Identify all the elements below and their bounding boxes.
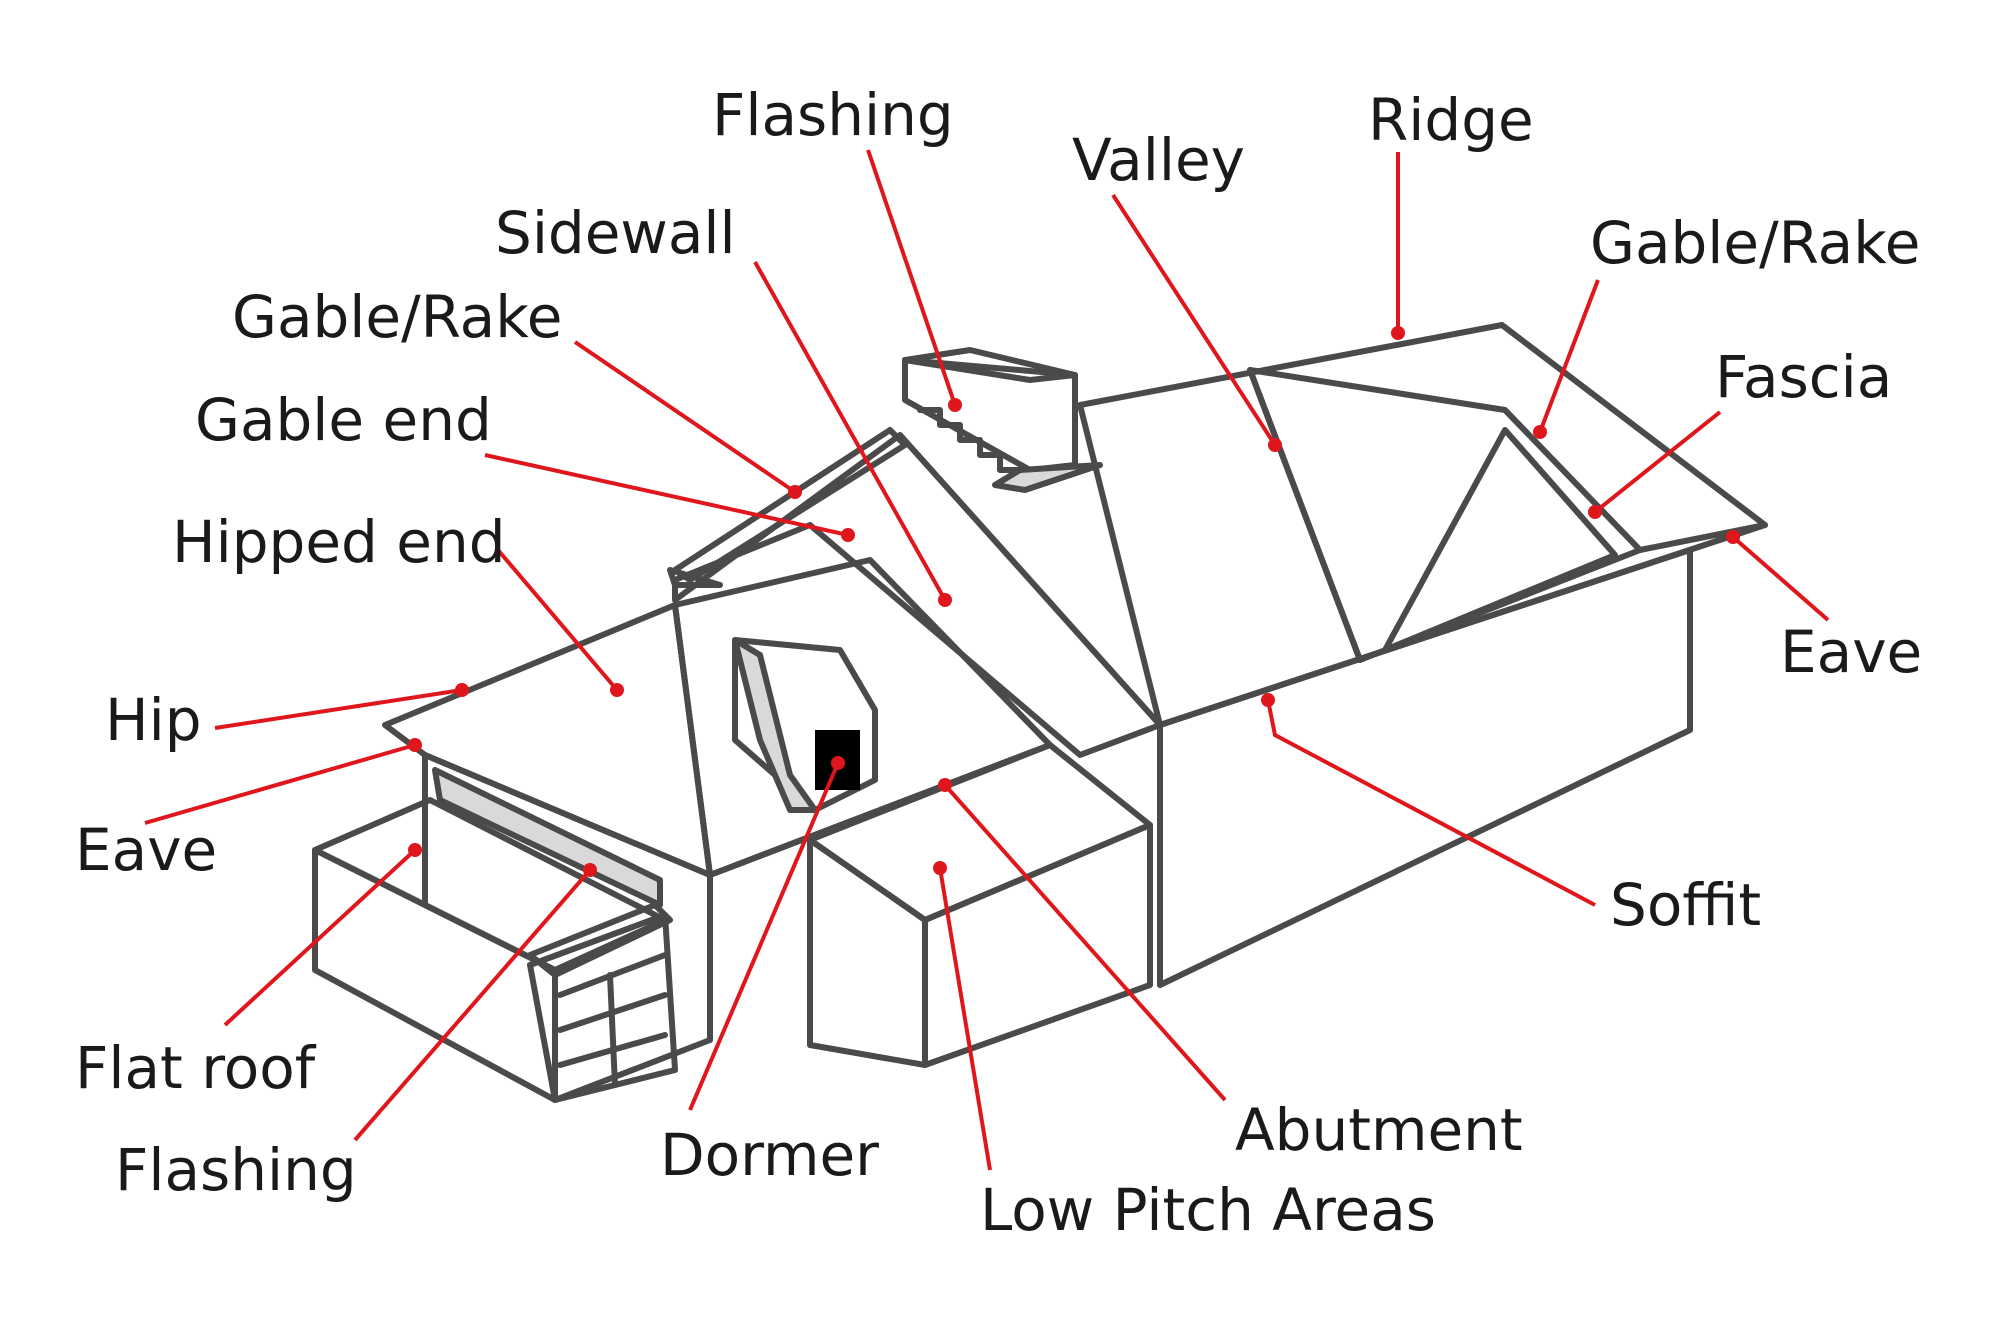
label-gable-rake-right: Gable/Rake: [1590, 209, 1920, 277]
label-flashing-top: Flashing: [712, 81, 954, 149]
label-gable-rake-left: Gable/Rake: [232, 283, 562, 351]
dot-gable-rake-right: [1533, 425, 1547, 439]
dot-hip: [455, 683, 469, 697]
leader-fascia: [1593, 410, 1722, 514]
dot-flashing-bottom: [583, 863, 597, 877]
dot-eave-left: [408, 738, 422, 752]
dot-eave-right: [1726, 530, 1740, 544]
label-flat-roof: Flat roof: [75, 1034, 317, 1102]
central-roof: [672, 432, 1163, 758]
labels: Flashing Valley Ridge Sidewall Gable/Rak…: [75, 81, 1922, 1244]
dot-abutment: [938, 778, 952, 792]
label-fascia: Fascia: [1715, 343, 1892, 411]
leader-gable-end: [484, 453, 849, 537]
label-eave-right: Eave: [1780, 618, 1922, 686]
leader-lines: [144, 149, 1830, 1171]
dormer-side: [732, 637, 818, 813]
abutment-line: [707, 742, 1053, 878]
leader-soffit: [1266, 699, 1596, 907]
leader-flat-roof: [223, 848, 417, 1027]
label-ridge: Ridge: [1368, 86, 1534, 154]
leader-low-pitch-areas: [938, 867, 992, 1171]
dot-flashing-top: [948, 398, 962, 412]
fascia-line: [1637, 522, 1768, 553]
label-eave-left: Eave: [75, 816, 217, 884]
label-low-pitch-areas: Low Pitch Areas: [980, 1176, 1436, 1244]
main-wall-front: [1157, 547, 1693, 988]
dot-fascia: [1588, 505, 1602, 519]
label-valley: Valley: [1072, 126, 1245, 194]
garage-door-grid: [557, 952, 668, 1088]
leader-flashing-top: [866, 149, 957, 406]
chimney-top: [902, 347, 1078, 383]
flat-roof-flashing: [432, 767, 663, 908]
leader-gable-rake-right: [1538, 279, 1600, 433]
label-gable-end: Gable end: [195, 386, 492, 454]
dot-gable-rake-left: [788, 485, 802, 499]
dot-low-pitch-areas: [933, 861, 947, 875]
main-roof-right: [1077, 322, 1768, 728]
dot-gable-end: [841, 528, 855, 542]
label-soffit: Soffit: [1610, 871, 1761, 939]
leader-sidewall: [753, 261, 947, 601]
label-flashing-bottom: Flashing: [115, 1136, 357, 1204]
label-hip: Hip: [105, 686, 202, 754]
dot-soffit: [1261, 693, 1275, 707]
label-hipped-end: Hipped end: [172, 508, 506, 576]
garage-wall-left: [312, 847, 558, 1103]
dot-hipped-end: [610, 683, 624, 697]
leader-eave-right: [1731, 535, 1830, 622]
leader-hip: [214, 688, 463, 730]
leader-abutment: [943, 783, 1227, 1102]
valley-line: [1247, 367, 1363, 663]
low-pitch-block-wall: [807, 837, 928, 1068]
dot-valley: [1268, 438, 1282, 452]
label-dormer: Dormer: [660, 1121, 879, 1189]
dormer-body: [732, 637, 878, 813]
leader-dormer: [688, 762, 840, 1111]
leader-flashing-bottom: [353, 868, 592, 1142]
label-sidewall: Sidewall: [495, 199, 736, 267]
dot-sidewall: [938, 593, 952, 607]
leader-valley: [1111, 193, 1277, 447]
central-gable-rake-left: [667, 567, 723, 588]
right-gable-inner: [1382, 427, 1618, 653]
label-abutment: Abutment: [1235, 1096, 1523, 1164]
chimney-flashing-steps: [917, 407, 1023, 473]
leader-gable-rake-left: [573, 340, 797, 494]
low-pitch-block-wall-right: [922, 822, 1153, 1068]
house-drawing: [312, 322, 1768, 1103]
leader-hipped-end: [496, 548, 619, 692]
dot-ridge: [1391, 326, 1405, 340]
leader-eave-left: [144, 743, 416, 825]
middle-wing-roof: [672, 557, 1053, 878]
garage-box: [527, 912, 678, 1103]
dot-dormer: [831, 756, 845, 770]
dot-flat-roof: [408, 843, 422, 857]
